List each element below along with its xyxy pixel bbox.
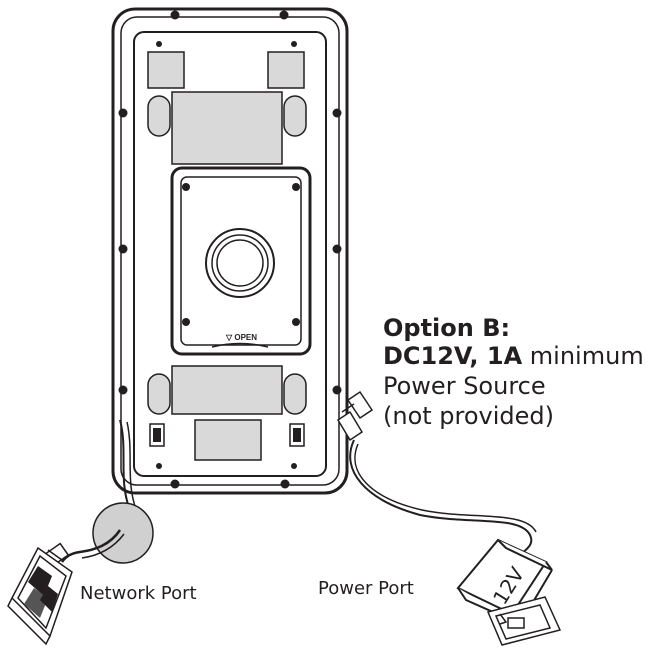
- network-port-label: Network Port: [80, 583, 197, 604]
- power-adapter: [456, 538, 553, 626]
- not-provided-label: (not provided): [383, 402, 555, 430]
- power-outlet: [486, 596, 562, 646]
- power-port-label: Power Port: [318, 578, 414, 599]
- option-title: Option B:: [383, 314, 511, 342]
- cover-plate: [170, 166, 312, 356]
- power-spec-minimum: minimum: [522, 342, 644, 370]
- open-marker: ▽ OPEN: [226, 333, 258, 342]
- top-recesses: [147, 51, 307, 165]
- network-wall-port: [7, 546, 73, 646]
- power-source-label: Power Source: [383, 372, 546, 400]
- bottom-recesses: [147, 365, 307, 461]
- screws: [118, 10, 342, 489]
- power-spec: DC12V, 1A minimum: [383, 341, 644, 371]
- power-cable: [336, 390, 537, 556]
- power-spec-bold: DC12V, 1A: [383, 342, 523, 370]
- network-cable: [60, 419, 154, 564]
